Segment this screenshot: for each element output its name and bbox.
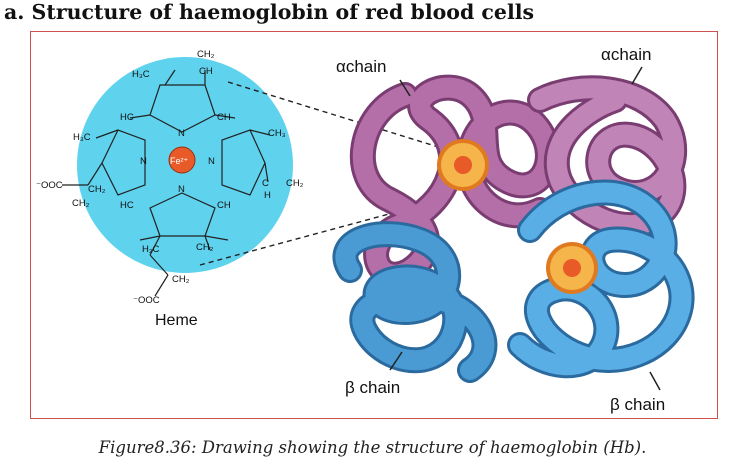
chem-group: CH (217, 200, 231, 211)
chem-group: CH₂ (197, 49, 215, 60)
heme-disc-alpha (437, 139, 489, 191)
chem-group: CH (217, 112, 231, 123)
alpha-chain-label-left: αchain (336, 57, 386, 76)
chem-group: CH₂ (72, 198, 90, 209)
chem-group: CH₂ (88, 184, 106, 195)
beta-chain-label-left: β chain (345, 378, 400, 397)
chem-group: HC (120, 200, 134, 211)
alpha-chain-label-right: αchain (601, 45, 651, 64)
beta-chain-label-right: β chain (610, 395, 665, 414)
chem-group: N (208, 156, 215, 167)
chem-group: N (178, 128, 185, 139)
beta-chain-group (332, 179, 695, 383)
chem-group: CH₂ (286, 178, 304, 189)
chem-group: H₃C (132, 69, 150, 80)
alpha-pointer-right (631, 66, 643, 85)
alpha-pointer-left (399, 79, 411, 97)
figure-caption: Figure8.36: Drawing showing the structur… (98, 438, 647, 457)
iron-atom (168, 146, 196, 174)
heme-disc-beta (546, 242, 598, 294)
chem-group: CH₃ (268, 128, 286, 139)
chem-group: CH (199, 66, 213, 77)
chem-group: CH₂ (196, 242, 214, 253)
chem-group: ⁻OOC (36, 180, 63, 191)
porphyrin-skeleton (62, 69, 271, 297)
chem-group: N (140, 156, 147, 167)
chem-group: H₃C (73, 132, 91, 143)
figure-title: a. Structure of haemoglobin of red blood… (4, 0, 535, 24)
chem-group: CH₂ (172, 274, 190, 285)
chem-group: N (178, 184, 185, 195)
chem-group: H (264, 190, 271, 201)
beta-pointer-left (389, 351, 403, 371)
chem-group: H₂C (142, 244, 160, 255)
chem-group: C (262, 178, 269, 189)
beta-pointer-right (649, 371, 661, 391)
connector-line-top (227, 81, 449, 151)
heme-label: Heme (155, 312, 198, 329)
iron-label: Fe²⁺ (170, 156, 189, 166)
chem-group: ⁻OOC (133, 295, 160, 306)
chem-group: HC (120, 112, 134, 123)
figure-frame (30, 31, 718, 419)
